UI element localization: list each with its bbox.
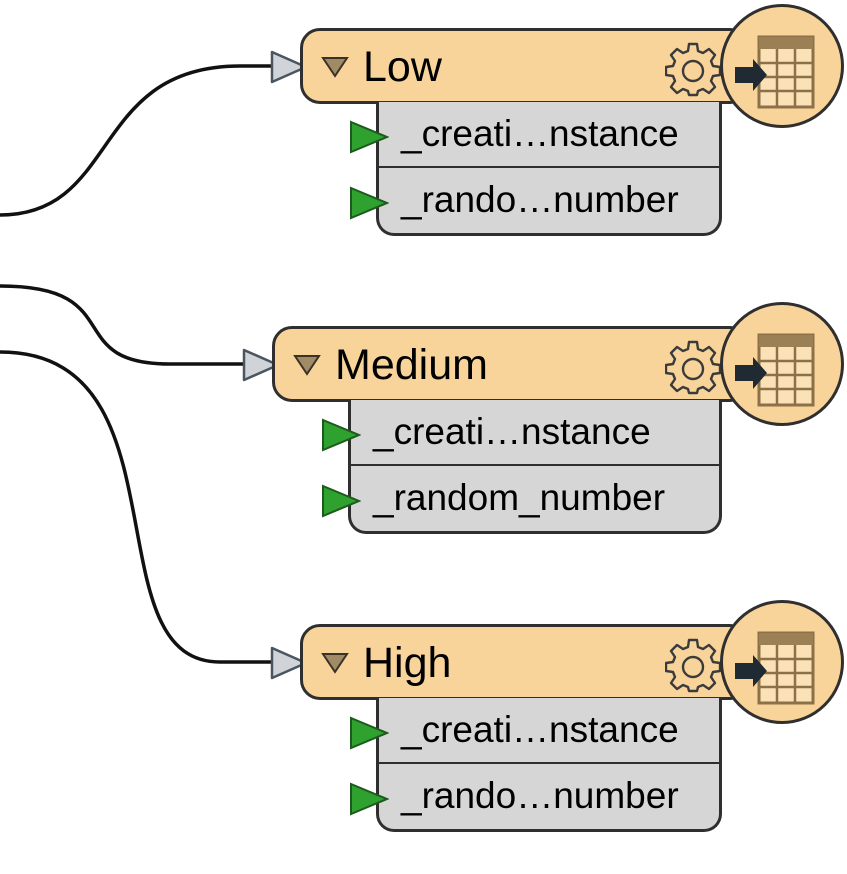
feature-writer-node-low[interactable]: Low _creati…nstance [270,4,847,278]
attribute-row[interactable]: _rando…number [350,168,719,232]
attribute-port-icon[interactable] [321,418,361,452]
gear-icon[interactable] [665,42,721,98]
attribute-row[interactable]: _random_number [322,466,719,530]
connection-wire-medium[interactable] [0,284,244,366]
node-header[interactable]: Low [300,28,750,104]
attribute-port-icon[interactable] [321,484,361,518]
attribute-label: _creati…nstance [401,113,679,154]
input-port-icon[interactable] [270,50,308,84]
gear-icon[interactable] [665,340,721,396]
table-writer-icon[interactable] [720,302,844,426]
connection-wire-low[interactable] [0,64,272,217]
attribute-label: _creati…nstance [373,411,651,452]
node-header[interactable]: High [300,624,750,700]
feature-writer-node-high[interactable]: High _creati…nstance [270,600,847,874]
attribute-row[interactable]: _creati…nstance [350,698,719,764]
attribute-label: _rando…number [401,775,679,816]
attribute-list: _creati…nstance _rando…number [350,698,722,832]
table-writer-icon[interactable] [720,600,844,724]
attribute-port-icon[interactable] [349,120,389,154]
attribute-port-icon[interactable] [349,782,389,816]
input-port-icon[interactable] [270,646,308,680]
attribute-list: _creati…nstance _rando…number [350,102,722,236]
attribute-label: _creati…nstance [401,709,679,750]
attribute-label: _rando…number [401,179,679,220]
triangle-down-icon[interactable] [293,353,321,377]
node-title: High [363,639,452,687]
attribute-row[interactable]: _creati…nstance [322,400,719,466]
triangle-down-icon[interactable] [321,651,349,675]
attribute-port-icon[interactable] [349,716,389,750]
attribute-list: _creati…nstance _random_number [322,400,722,534]
attribute-row[interactable]: _rando…number [350,764,719,828]
attribute-label: _random_number [373,477,666,518]
table-writer-icon[interactable] [720,4,844,128]
gear-icon[interactable] [665,638,721,694]
connection-wire-high[interactable] [0,350,272,664]
feature-writer-node-medium[interactable]: Medium _creati…nstance [242,302,844,576]
attribute-port-icon[interactable] [349,186,389,220]
node-title: Medium [335,341,488,389]
node-header[interactable]: Medium [272,326,750,402]
attribute-row[interactable]: _creati…nstance [350,102,719,168]
input-port-icon[interactable] [242,348,280,382]
node-title: Low [363,43,442,91]
triangle-down-icon[interactable] [321,55,349,79]
